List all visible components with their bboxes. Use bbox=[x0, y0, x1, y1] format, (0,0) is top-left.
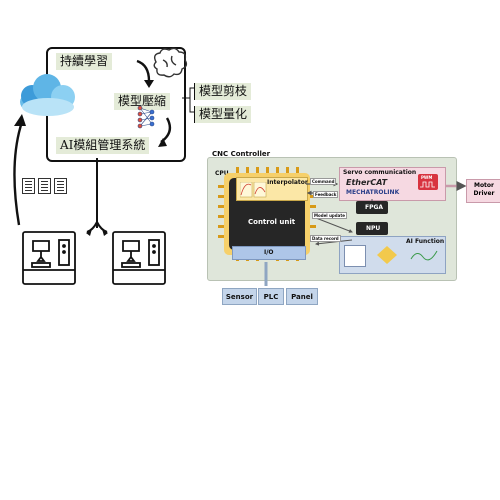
servo-title: Servo communication bbox=[343, 169, 417, 176]
continual-learning-label: 持續學習 bbox=[56, 53, 113, 70]
plc-button[interactable]: PLC bbox=[258, 288, 284, 305]
data-record-label: Data record bbox=[310, 235, 341, 242]
fpga-chip: FPGA bbox=[356, 201, 388, 214]
servo-communication-box: Servo communication EtherCAT MECHATROLIN… bbox=[339, 167, 446, 201]
curve-chart-icon bbox=[240, 182, 267, 198]
interpolator-box: Interpolator bbox=[236, 177, 308, 201]
ai-function-label: AI Function bbox=[406, 238, 445, 245]
feedback-label: Feedback bbox=[313, 191, 339, 198]
control-unit-label: Control unit bbox=[248, 218, 296, 226]
ai-signal-icon bbox=[410, 247, 438, 263]
ai-chart-icon bbox=[344, 245, 366, 267]
brain-icon bbox=[153, 47, 188, 78]
ai-management-label: AI模組管理系統 bbox=[56, 137, 150, 154]
pwm-icon: PWM bbox=[418, 174, 438, 190]
neural-network-icon bbox=[137, 105, 155, 129]
model-compression-label: 模型壓縮 bbox=[114, 93, 171, 110]
cloud-icon bbox=[20, 74, 75, 116]
document-icon bbox=[22, 178, 35, 194]
io-bar: I/O bbox=[232, 246, 306, 260]
cnc-title: CNC Controller bbox=[212, 150, 271, 158]
ethercat-logo: EtherCAT bbox=[346, 178, 388, 187]
quantization-label: 模型量化 bbox=[194, 106, 252, 123]
document-icon bbox=[38, 178, 51, 194]
cnc-machine-right-icon bbox=[112, 231, 166, 285]
sensor-button[interactable]: Sensor bbox=[222, 288, 257, 305]
ai-tool-icon bbox=[376, 245, 398, 265]
motor-driver-box: Motor Driver bbox=[466, 179, 500, 203]
io-label: I/O bbox=[264, 249, 274, 256]
mechatrolink-logo: MECHATROLINK bbox=[346, 189, 400, 196]
interpolator-label: Interpolator bbox=[267, 179, 308, 186]
document-icon bbox=[54, 178, 67, 194]
npu-chip: NPU bbox=[356, 222, 388, 235]
command-label: Command bbox=[310, 178, 337, 185]
model-update-label: Model update bbox=[312, 212, 347, 219]
cpu-label: CPU bbox=[215, 170, 229, 177]
ai-function-box: AI Function bbox=[339, 236, 446, 274]
panel-button[interactable]: Panel bbox=[286, 288, 318, 305]
pruning-label: 模型剪枝 bbox=[194, 83, 252, 100]
cnc-machine-left-icon bbox=[22, 231, 76, 285]
